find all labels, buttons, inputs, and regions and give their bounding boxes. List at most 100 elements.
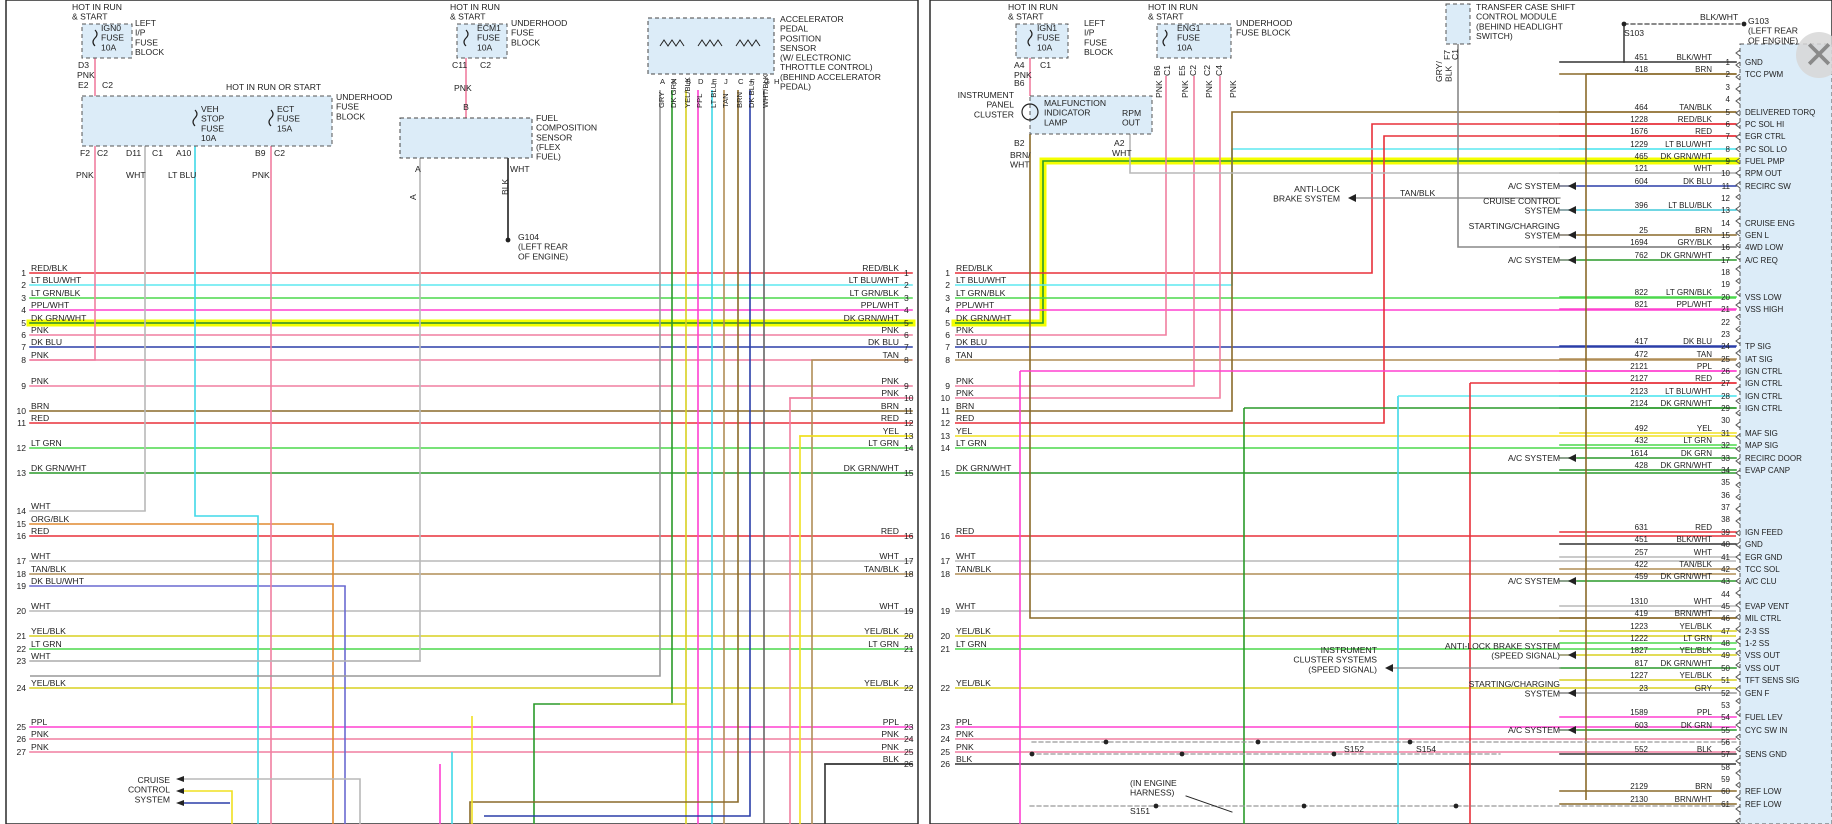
- label: PNK: [76, 170, 94, 180]
- splice-dot: [1179, 751, 1185, 757]
- row-number: 24: [16, 683, 26, 693]
- circuit-color: LT BLU/WHT: [1665, 140, 1712, 149]
- circuit-color: RED: [1695, 127, 1712, 136]
- row-number: 23: [940, 722, 950, 732]
- label-line: CRUISE CONTROL: [1483, 196, 1560, 206]
- label-line: YEL/BLK: [864, 626, 899, 636]
- label-line: D11: [126, 148, 141, 158]
- label-line: LEFT: [135, 18, 157, 28]
- circuit-number: 121: [1635, 164, 1649, 173]
- pcm-pin-number: 18: [1721, 268, 1730, 277]
- label-line: DK GRN/WHT: [1660, 572, 1712, 581]
- close-button[interactable]: ✕: [1796, 32, 1832, 78]
- circuit-color: YEL: [1697, 424, 1713, 433]
- pcm-pin-number: 47: [1721, 627, 1730, 636]
- label: C1: [1450, 49, 1460, 60]
- label-line: SENS GND: [1745, 750, 1787, 759]
- label-line: GRY/BLK: [1677, 238, 1712, 247]
- connector-pin-icon: [1735, 457, 1741, 465]
- label-line: YEL/BLK: [1680, 646, 1713, 655]
- row-color-label: DK BLU/WHT: [31, 576, 85, 586]
- label-line: I/P: [1084, 28, 1095, 38]
- connector-pin-icon: [1735, 157, 1741, 165]
- connector-pin-icon: [1735, 85, 1741, 93]
- connector-pin-icon: [1735, 733, 1741, 741]
- circuit-number: 1229: [1630, 140, 1648, 149]
- splice-s103: [1621, 21, 1627, 27]
- label-line: BLK: [1444, 65, 1454, 82]
- row-number: 3: [21, 293, 26, 303]
- pcm-pin-function: REF LOW: [1745, 800, 1782, 809]
- label-line: G104: [518, 232, 539, 242]
- vertical-wire-label: PPL: [695, 94, 704, 108]
- label-line: IGN FEED: [1745, 528, 1783, 537]
- row-color-label: RED: [881, 526, 899, 536]
- circuit-color: DK GRN/WHT: [1660, 659, 1712, 668]
- row-color-label: TAN/BLK: [956, 564, 991, 574]
- wire-dk-blu: [484, 90, 751, 817]
- label-line: 5: [1726, 108, 1731, 117]
- system-callout: A/C SYSTEM: [1508, 725, 1560, 735]
- label: BLK/WHT: [1700, 12, 1739, 22]
- label-line: C: [738, 77, 744, 86]
- circuit-number: 25: [1639, 226, 1648, 235]
- connector-pin-icon: [1735, 541, 1741, 549]
- label-line: 22: [16, 644, 26, 654]
- label-line: C2: [274, 148, 285, 158]
- row-color-label: LT GRN/BLK: [956, 288, 1006, 298]
- label-line: 14: [940, 443, 950, 453]
- label-line: 30: [1721, 416, 1730, 425]
- label-line: LT BLU/WHT: [1665, 140, 1712, 149]
- pcm-pin-function: TCC SOL: [1745, 565, 1780, 574]
- label-line: 20: [904, 631, 914, 641]
- row-number: 17: [940, 556, 950, 566]
- circuit-number: 604: [1635, 177, 1649, 186]
- pcm-pin-number: 11: [1722, 182, 1731, 191]
- row-number: 5: [945, 318, 950, 328]
- label-line: 56: [1721, 738, 1730, 747]
- row-number: 9: [21, 381, 26, 391]
- label: C2: [1188, 65, 1198, 76]
- label-line: A4: [1014, 60, 1025, 70]
- label-line: 15: [940, 468, 950, 478]
- pcm-pin-number: 49: [1721, 651, 1730, 660]
- row-number: 9: [904, 381, 909, 391]
- label-line: DK GRN/WHT: [31, 313, 87, 323]
- label-line: EGR GND: [1745, 553, 1783, 562]
- label-line: 42: [1721, 565, 1730, 574]
- vertical-wire-label: BRN: [735, 92, 744, 108]
- pcm-pin-number: 50: [1721, 664, 1730, 673]
- label-line: MIL CTRL: [1745, 614, 1782, 623]
- row-number: 10: [940, 393, 950, 403]
- label-line: PNK: [881, 325, 899, 335]
- label-line: E5: [1177, 65, 1187, 76]
- label-line: PPL: [31, 717, 47, 727]
- label-line: PANEL: [986, 100, 1014, 110]
- label-line: BLK: [1697, 745, 1713, 754]
- label-line: C11: [452, 60, 467, 70]
- label-line: 1: [21, 268, 26, 278]
- row-color-label: WHT: [31, 501, 51, 511]
- label-line: 27: [16, 747, 26, 757]
- connector-pin-icon: [1735, 601, 1741, 609]
- label-line: 14: [904, 443, 914, 453]
- row-number: 21: [904, 644, 914, 654]
- label-line: RED: [956, 526, 974, 536]
- pcm-pin-function: EVAP CANP: [1745, 466, 1790, 475]
- label-line: 25: [1639, 226, 1648, 235]
- label-line: LT BLU/WHT: [956, 275, 1007, 285]
- connector-pin-icon: [1735, 361, 1741, 369]
- label-line: TAN/BLK: [1679, 560, 1712, 569]
- circuit-color: DK GRN/WHT: [1660, 572, 1712, 581]
- row-number: 18: [16, 569, 26, 579]
- label-line: ECM1: [477, 23, 501, 33]
- row-number: 27: [16, 747, 26, 757]
- connector-pin-icon: [1735, 97, 1741, 105]
- row-color-label: PNK: [881, 388, 899, 398]
- connector-pin-icon: [1735, 145, 1741, 153]
- label-line: 19: [940, 606, 950, 616]
- pcm-pin-function: VSS OUT: [1745, 651, 1780, 660]
